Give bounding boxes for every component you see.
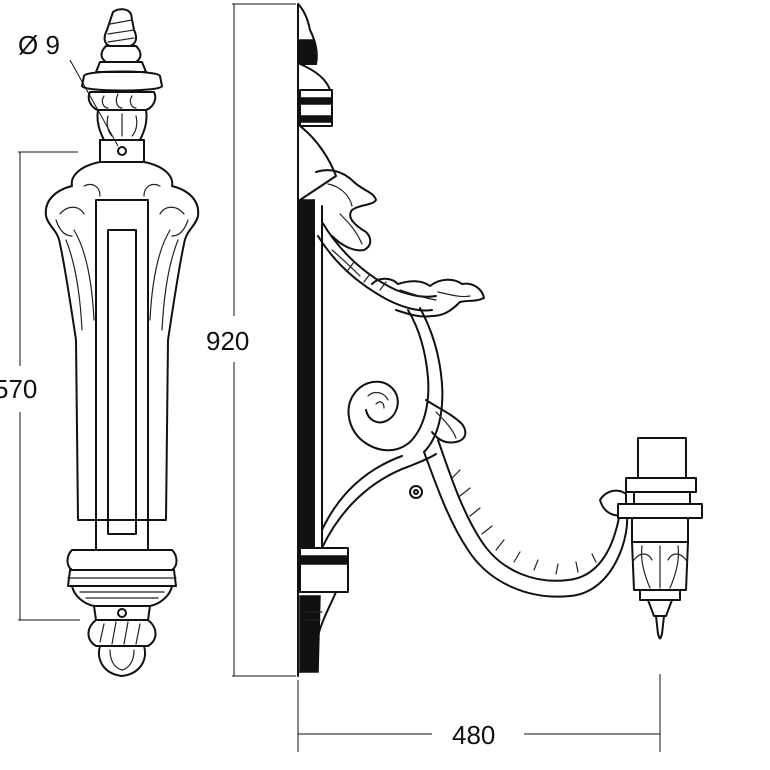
mount-height-label: 570 bbox=[0, 374, 37, 404]
front-view-wall-plate bbox=[44, 8, 200, 677]
total-height-label: 920 bbox=[206, 326, 249, 356]
projection-label: 480 bbox=[452, 720, 495, 750]
dimension-lines bbox=[18, 3, 661, 752]
side-view-bracket bbox=[297, 3, 703, 677]
hole-diameter-label: Ø 9 bbox=[18, 30, 60, 60]
